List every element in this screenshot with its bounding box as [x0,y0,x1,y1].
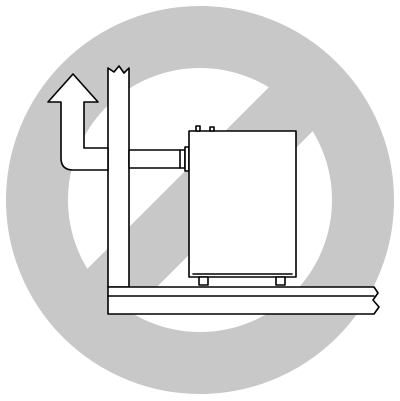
appliance-drawing [47,65,380,315]
wall-chimney [107,65,130,288]
floor-slab [107,286,380,315]
appliance-unit [188,125,297,286]
prohibition-circle [6,6,394,394]
up-arrow-vent [47,73,109,171]
horizontal-vent-connector [128,146,190,172]
